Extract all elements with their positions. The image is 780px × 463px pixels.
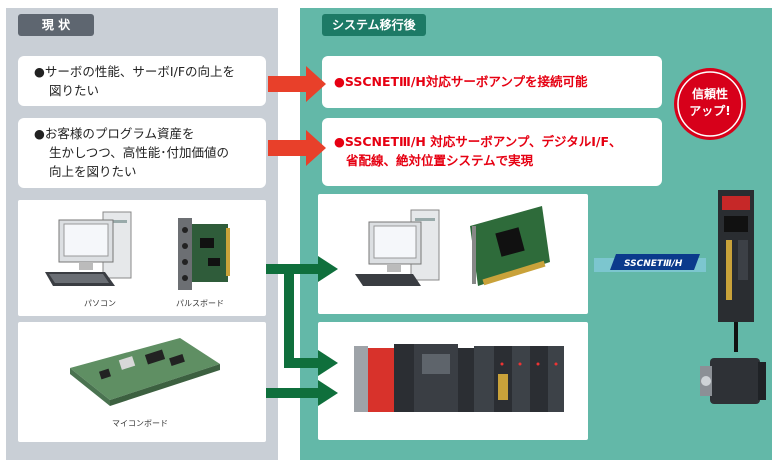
- micro-board-icon: [70, 338, 220, 406]
- issue-2-line-1: お客様のプログラム資産を: [44, 126, 195, 141]
- current-issue-box-1: [18, 56, 266, 106]
- badge-line-2: アップ!: [689, 104, 731, 118]
- issue-2-line-3: 向上を図りたい: [49, 164, 137, 179]
- pulse-board-icon: [178, 218, 230, 290]
- reliability-badge: [674, 68, 746, 140]
- issue-2-line-2: 生かしつつ、高性能･付加価値の: [49, 145, 230, 160]
- solution-box-1: [322, 56, 662, 108]
- solution-1: ●SSCNETⅢ/H対応サーボアンプを接続可能: [334, 74, 588, 89]
- bullet-dot: ●: [34, 126, 45, 141]
- current-state-tag: 現 状: [18, 14, 94, 36]
- sscnet-logo-text: SSCNETⅢ/H: [624, 259, 683, 269]
- sscnet-logo: SSCNETⅢ/H: [610, 254, 700, 270]
- servo-card-icon: [470, 206, 550, 286]
- caption-pc: パソコン: [84, 299, 116, 308]
- pc-icon-right: [355, 209, 440, 286]
- bullet-dot: ●: [34, 64, 45, 79]
- issue-1-line-2: 図りたい: [49, 83, 100, 98]
- after-migration-tag: システム移行後: [322, 14, 426, 36]
- reliability-badge-text: 信頼性 アップ!: [678, 86, 742, 120]
- caption-micro-board: マイコンボード: [112, 419, 168, 428]
- solution-2-line-2: 省配線、絶対位置システムで実現: [346, 153, 534, 168]
- pc-icon: [45, 211, 132, 286]
- red-arrow-2: [268, 130, 326, 166]
- solution-2-line-1: ●SSCNETⅢ/H 対応サーボアンプ、デジタルI/F、: [334, 134, 622, 149]
- red-arrow-1: [268, 66, 326, 102]
- current-issue-1: ●サーボの性能、サーボI/Fの向上を 図りたい: [34, 62, 235, 100]
- badge-line-1: 信頼性: [691, 87, 728, 101]
- plc-icon: [354, 344, 564, 412]
- servo-motor-icon: [700, 358, 766, 404]
- caption-pulse-board: パルスボード: [176, 299, 224, 308]
- solution-2: ●SSCNETⅢ/H 対応サーボアンプ、デジタルI/F、 省配線、絶対位置システ…: [334, 132, 622, 170]
- issue-1-line-1: サーボの性能、サーボI/Fの向上を: [44, 64, 236, 79]
- solution-box-2: [322, 118, 662, 186]
- current-issue-box-2: [18, 118, 266, 188]
- servo-amplifier-icon: [718, 190, 754, 322]
- current-issue-2: ●お客様のプログラム資産を 生かしつつ、高性能･付加価値の 向上を図りたい: [34, 124, 229, 181]
- green-arrows: [266, 256, 338, 406]
